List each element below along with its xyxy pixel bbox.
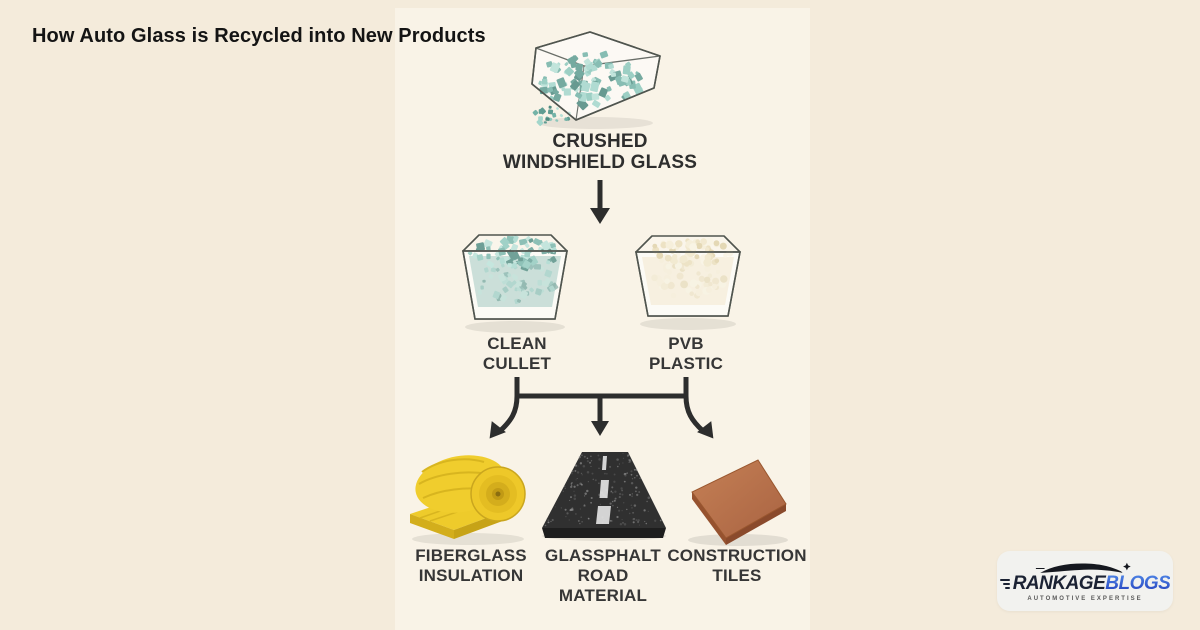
label-line: GLASSPHALT — [545, 546, 661, 565]
label-line: CLEAN — [487, 334, 547, 353]
page-title: How Auto Glass is Recycled into New Prod… — [32, 25, 486, 47]
label-line: CULLET — [482, 354, 552, 373]
brand-tagline: AUTOMOTIVE EXPERTISE — [1027, 596, 1143, 602]
label-line: PLASTIC — [648, 354, 724, 373]
fiberglass-insulation-image — [410, 455, 526, 545]
label-line: MATERIAL — [558, 586, 648, 605]
label-line: TILES — [712, 566, 762, 585]
label-crushed-windshield-glass: CRUSHED WINDSHIELD GLASS — [450, 131, 750, 173]
flow-arrow-down-icon — [590, 180, 610, 224]
label-pvb-plastic: PVB PLASTIC — [616, 334, 756, 374]
brand-name-primary: RANKAGE — [1012, 573, 1106, 594]
label-construction-tiles: CONSTRUCTION TILES — [661, 546, 813, 586]
label-line: PVB — [668, 334, 704, 353]
label-fiberglass-insulation: FIBERGLASS INSULATION — [396, 546, 546, 586]
pvb-plastic-image — [635, 235, 741, 330]
teal-cullet-heap — [467, 235, 558, 272]
label-line: CRUSHED — [552, 131, 648, 152]
label-line: ROAD — [577, 566, 629, 585]
construction-tile-image — [688, 459, 788, 546]
brand-wordmark: RANKAGE BLOGS — [999, 573, 1171, 594]
crushed-glass-image — [531, 31, 661, 129]
label-line: CONSTRUCTION — [667, 546, 807, 565]
branch-connector-icon — [489, 377, 714, 439]
label-line: FIBERGLASS — [415, 546, 527, 565]
car-silhouette-icon — [1035, 562, 1131, 573]
teal-glass-chunks — [538, 50, 644, 111]
label-clean-cullet: CLEAN CULLET — [447, 334, 587, 374]
brand-name-secondary: BLOGS — [1105, 573, 1171, 594]
label-line: INSULATION — [418, 566, 524, 585]
brand-logo-card: RANKAGE BLOGS AUTOMOTIVE EXPERTISE — [997, 551, 1173, 611]
label-glassphalt-road-material: GLASSPHALT ROAD MATERIAL — [528, 546, 678, 606]
glassphalt-road-image — [542, 452, 666, 541]
label-line: WINDSHIELD GLASS — [502, 152, 698, 173]
speed-lines-icon — [999, 578, 1010, 589]
clean-cullet-image — [462, 234, 568, 333]
